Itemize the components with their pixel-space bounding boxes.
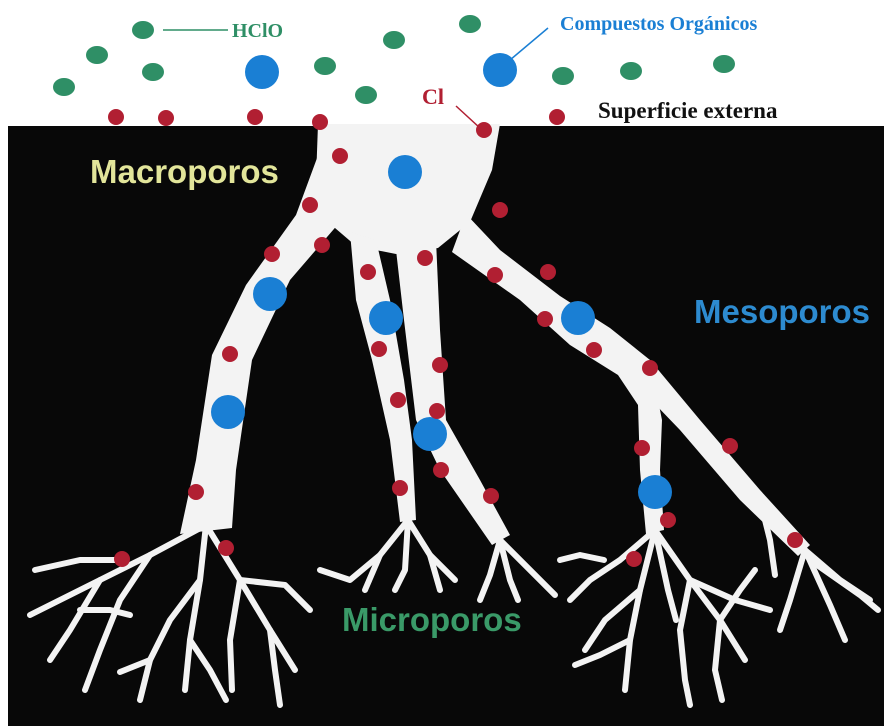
- hclo-label: HClO: [232, 20, 283, 42]
- chlorine-atom: [360, 264, 376, 280]
- organic-leader-line: [510, 28, 548, 60]
- hclo-molecule: [132, 21, 154, 39]
- hclo-molecule: [713, 55, 735, 73]
- chlorine-atom: [540, 264, 556, 280]
- chlorine-atom: [634, 440, 650, 456]
- chlorine-label: Cl: [422, 84, 444, 109]
- chlorine-atom: [549, 109, 565, 125]
- hclo-molecule: [620, 62, 642, 80]
- hclo-molecule: [86, 46, 108, 64]
- organic-molecule: [369, 301, 403, 335]
- chlorine-atom: [312, 114, 328, 130]
- chlorine-atom: [417, 250, 433, 266]
- organic-molecule: [211, 395, 245, 429]
- hclo-molecule: [355, 86, 377, 104]
- chlorine-atom: [222, 346, 238, 362]
- chlorine-atom: [392, 480, 408, 496]
- chlorine-atom: [114, 551, 130, 567]
- chlorine-atom: [371, 341, 387, 357]
- organic-molecule: [253, 277, 287, 311]
- hclo-molecule: [552, 67, 574, 85]
- organic-molecule: [561, 301, 595, 335]
- chlorine-atom: [247, 109, 263, 125]
- chlorine-atom: [429, 403, 445, 419]
- chlorine-atom: [787, 532, 803, 548]
- chlorine-atom: [722, 438, 738, 454]
- chlorine-atom: [188, 484, 204, 500]
- chlorine-atom: [332, 148, 348, 164]
- organic-molecule: [638, 475, 672, 509]
- chlorine-atom: [218, 540, 234, 556]
- chlorine-atom: [487, 267, 503, 283]
- chlorine-atom: [492, 202, 508, 218]
- chlorine-atom: [642, 360, 658, 376]
- macropores-label: Macroporos: [90, 153, 279, 190]
- hclo-molecule: [383, 31, 405, 49]
- organic-molecule: [388, 155, 422, 189]
- chlorine-atom: [108, 109, 124, 125]
- external-surface-label: Superficie externa: [598, 98, 778, 123]
- hclo-molecule: [314, 57, 336, 75]
- chlorine-atom: [432, 357, 448, 373]
- hclo-molecule: [459, 15, 481, 33]
- micropores-label: Microporos: [342, 601, 522, 638]
- chlorine-atom: [537, 311, 553, 327]
- chlorine-atom: [433, 462, 449, 478]
- chlorine-atom: [626, 551, 642, 567]
- chlorine-atom: [660, 512, 676, 528]
- chlorine-atom: [314, 237, 330, 253]
- hclo-molecule: [53, 78, 75, 96]
- organic-molecule: [245, 55, 279, 89]
- organic-compounds-label: Compuestos Orgánicos: [560, 13, 757, 35]
- chlorine-atom: [483, 488, 499, 504]
- organic-molecule: [413, 417, 447, 451]
- chlorine-atom: [302, 197, 318, 213]
- chlorine-atom: [586, 342, 602, 358]
- hclo-molecule: [142, 63, 164, 81]
- chlorine-atom: [390, 392, 406, 408]
- chlorine-atom: [264, 246, 280, 262]
- chlorine-atom: [158, 110, 174, 126]
- mesopores-label: Mesoporos: [694, 293, 870, 330]
- chlorine-atom: [476, 122, 492, 138]
